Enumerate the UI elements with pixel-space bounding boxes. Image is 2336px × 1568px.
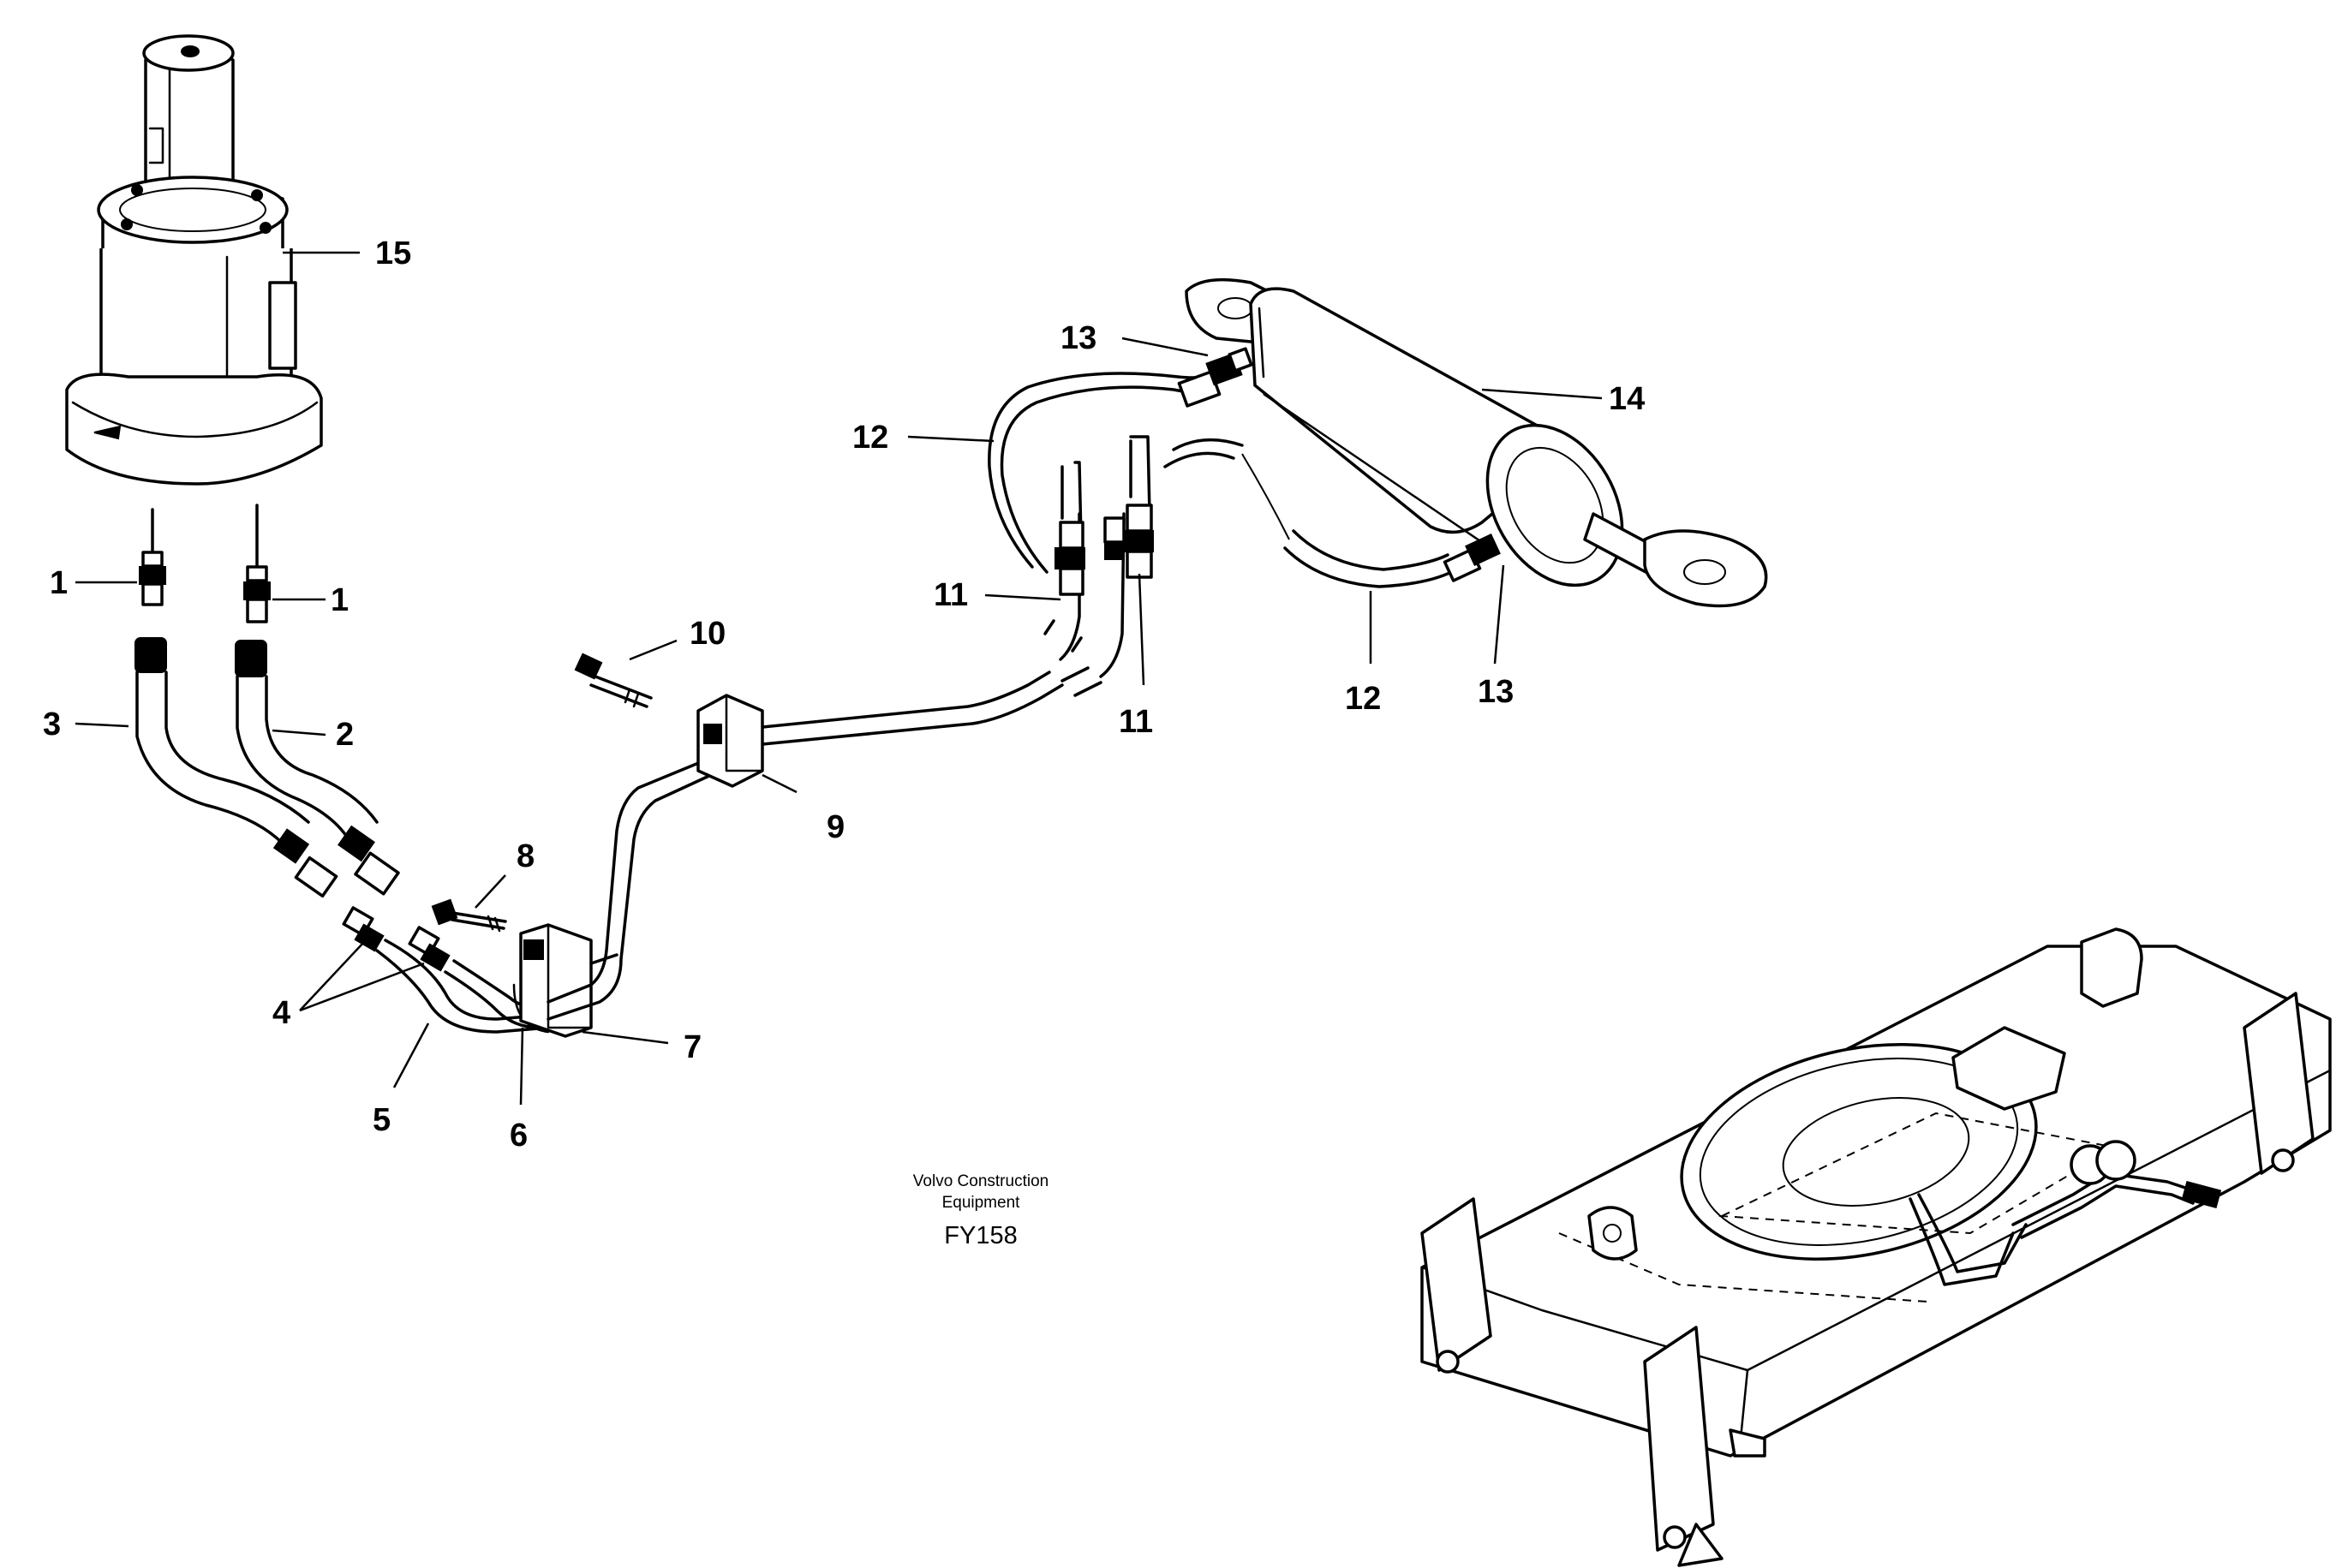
fitting-part-1-left	[139, 508, 166, 606]
callout-labels: 1 1 2 3 4 5 6 7 8 9 10 11 11 12 12 13 13…	[43, 235, 1645, 1154]
callout-12-upper: 12	[852, 420, 888, 456]
callout-13-lower: 13	[1478, 674, 1514, 710]
callout-9: 9	[827, 809, 845, 845]
callout-13-upper: 13	[1060, 320, 1096, 356]
credit-line-1: Volvo Construction	[913, 1172, 1049, 1190]
callout-7: 7	[684, 1029, 702, 1065]
hose-part-3	[134, 637, 338, 898]
callout-12-lower: 12	[1345, 681, 1381, 717]
credit-line-2: Equipment	[942, 1194, 1021, 1212]
callout-3: 3	[43, 706, 61, 742]
hose-part-2	[235, 640, 400, 896]
clamp-part-7	[519, 923, 593, 1038]
callout-5: 5	[373, 1102, 391, 1138]
callout-14: 14	[1609, 381, 1645, 417]
hydraulic-cylinder-part-14	[1185, 277, 1768, 608]
pipe-part-5	[375, 939, 550, 1034]
callout-1-left: 1	[50, 565, 68, 601]
callout-11-right: 11	[1119, 704, 1153, 740]
swivel-joint-part-15	[65, 34, 323, 486]
drawing-credit: Volvo Construction Equipment FY158	[913, 1172, 1049, 1249]
hose-part-12-lower	[1163, 438, 1501, 588]
steel-pipes	[547, 512, 1126, 1021]
callout-2: 2	[336, 717, 354, 753]
fitting-part-1-right	[243, 504, 271, 623]
callout-15: 15	[375, 235, 411, 271]
fitting-part-4-right	[408, 926, 451, 972]
fitting-part-11-right	[1103, 435, 1154, 579]
hose-part-12-upper	[988, 347, 1253, 574]
callout-6: 6	[510, 1118, 528, 1154]
fitting-part-4-left	[342, 906, 385, 952]
callout-10: 10	[690, 616, 726, 652]
bolt-part-10	[574, 653, 653, 708]
fitting-part-11-left	[1054, 461, 1085, 596]
bolt-part-8	[431, 898, 507, 933]
callout-1-right: 1	[331, 582, 349, 618]
callout-4: 4	[272, 995, 290, 1031]
leader-lines	[75, 251, 1603, 1106]
callout-11-left: 11	[934, 577, 968, 613]
clamp-part-9	[696, 694, 764, 788]
undercarriage-frame-illustration	[1420, 927, 2332, 1567]
callout-8: 8	[517, 838, 535, 874]
drawing-code: FY158	[944, 1222, 1017, 1249]
